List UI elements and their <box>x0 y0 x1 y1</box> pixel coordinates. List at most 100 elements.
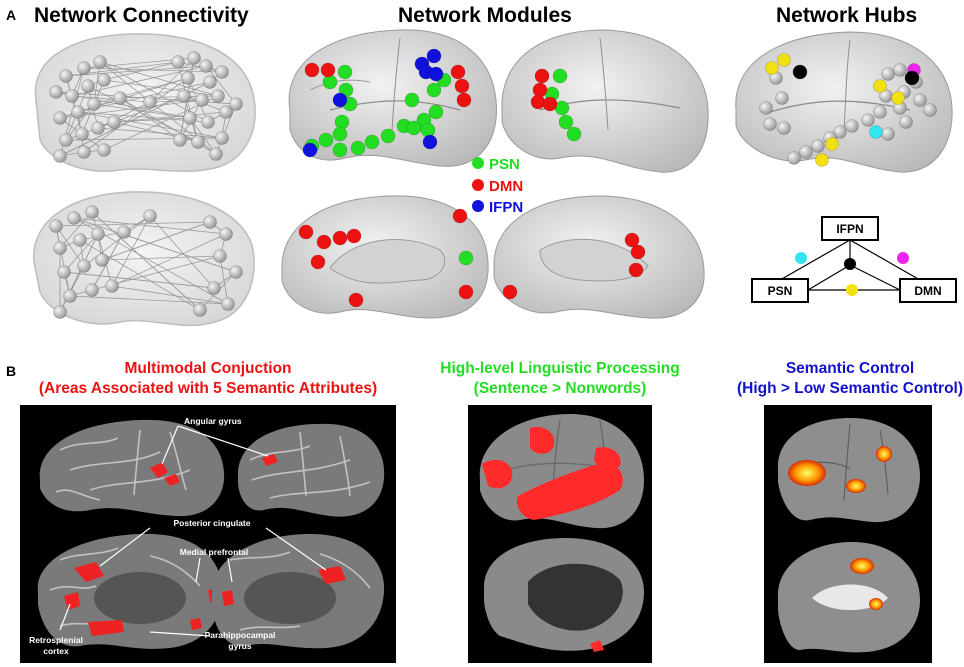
hub-node-gray <box>759 101 773 115</box>
dmn-node <box>534 68 550 84</box>
connectivity-node <box>87 97 101 111</box>
annotation-retrosplenial-1: Retrosplenial <box>29 635 83 645</box>
hub-node-yellow <box>825 137 839 151</box>
connection-edge <box>65 121 115 141</box>
connectivity-node <box>201 115 215 129</box>
hub-node-gray <box>799 145 813 159</box>
semantic-control-figure <box>764 405 932 663</box>
modules-left-medial-brain <box>281 195 489 319</box>
connectivity-node <box>59 69 73 83</box>
connectivity-node <box>213 249 227 263</box>
dmn-node <box>450 64 466 80</box>
dmn-node <box>452 208 468 224</box>
dmn-node <box>346 228 362 244</box>
hub-node-gray <box>763 117 777 131</box>
connectivity-node <box>191 135 205 149</box>
psn-node <box>334 114 350 130</box>
dmn-node <box>454 78 470 94</box>
hub-node-gray <box>811 139 825 153</box>
connectivity-edges-bottom <box>55 211 237 313</box>
dmn-node <box>348 292 364 308</box>
annotation-medial-prefrontal: Medial prefrontal <box>180 547 248 557</box>
psn-node <box>332 126 348 142</box>
connection-edge <box>77 111 223 139</box>
psn-node <box>322 74 338 90</box>
psn-node <box>380 128 396 144</box>
connectivity-node <box>229 265 243 279</box>
connectivity-node <box>203 75 217 89</box>
connection-edge <box>63 271 215 289</box>
hub-connector-black <box>844 258 856 270</box>
dmn-node <box>630 244 646 260</box>
connectivity-node <box>215 65 229 79</box>
connectivity-node <box>215 131 229 145</box>
connection-edge <box>149 215 215 289</box>
connection-edge <box>59 211 93 249</box>
connection-edge <box>99 61 219 97</box>
connectivity-nodes-bottom <box>49 205 243 319</box>
hub-node-gray <box>845 119 859 133</box>
connection-edge <box>101 255 221 261</box>
hub-node-black <box>904 70 920 86</box>
connection-edge <box>93 77 189 105</box>
connection-edge <box>97 101 151 129</box>
dmn-node <box>532 82 548 98</box>
legend-ifpn-label: IFPN <box>489 199 523 216</box>
panel-a-letter: A <box>6 7 16 23</box>
hub-box-ifpn-label: IFPN <box>836 222 863 236</box>
connectivity-node <box>97 73 111 87</box>
connectivity-node <box>181 71 195 85</box>
annotation-posterior-cingulate: Posterior cingulate <box>174 518 251 528</box>
connection-edge <box>189 117 217 155</box>
psn-node <box>337 64 353 80</box>
hub-node-yellow <box>815 153 829 167</box>
connectivity-nodes-top <box>49 51 243 163</box>
hub-box-psn <box>751 278 809 303</box>
connectivity-node <box>75 127 89 141</box>
hub-node-cyan <box>869 125 883 139</box>
psn-node <box>350 140 366 156</box>
connection-edge <box>177 61 199 143</box>
network-modules-title: Network Modules <box>398 4 572 27</box>
connection-edge <box>73 217 227 235</box>
linguistic-title-2: (Sentence > Nonwords) <box>474 380 647 397</box>
dmn-node <box>298 224 314 240</box>
panel-b-letter: B <box>6 363 16 379</box>
psn-node <box>558 114 574 130</box>
module-nodes <box>298 48 646 308</box>
connection-edge <box>63 233 99 273</box>
connectivity-node <box>107 115 121 129</box>
annotation-angular-gyrus: Angular gyrus <box>184 416 242 426</box>
dmn-node <box>320 62 336 78</box>
dmn-node <box>456 92 472 108</box>
hub-node-gray <box>775 91 789 105</box>
hub-node-gray <box>881 127 895 141</box>
hub-node-gray <box>893 63 907 77</box>
connection-edge <box>65 103 95 141</box>
connectivity-node <box>187 51 201 65</box>
hub-node-yellow <box>891 91 905 105</box>
psn-node <box>404 92 420 108</box>
hub-connector-magenta <box>897 252 909 264</box>
connection-edge <box>119 97 181 141</box>
hub-diagram: IFPN PSN DMN <box>751 216 957 303</box>
multimodal-figure: Angular gyrus Posterior cingulate Medial… <box>20 405 396 663</box>
connectivity-node <box>193 303 207 317</box>
legend-ifpn-marker <box>472 200 484 212</box>
hub-box-ifpn <box>821 216 879 241</box>
network-connectivity-title: Network Connectivity <box>34 4 249 27</box>
connectivity-node <box>67 211 81 225</box>
connectivity-node <box>177 89 191 103</box>
connectivity-node <box>63 289 77 303</box>
dmn-node <box>530 94 546 110</box>
connectivity-node <box>199 59 213 73</box>
connectivity-node <box>59 133 73 147</box>
legend-dmn-label: DMN <box>489 178 523 195</box>
legend-psn-marker <box>472 157 484 169</box>
semantic-control-title-2: (High > Low Semantic Control) <box>737 380 963 397</box>
connectivity-node <box>95 253 109 267</box>
connectivity-lateral-brain <box>34 33 256 172</box>
hub-node-gray <box>861 113 875 127</box>
hub-connector-cyan <box>795 252 807 264</box>
linguistic-title-1: High-level Linguistic Processing <box>440 360 679 377</box>
